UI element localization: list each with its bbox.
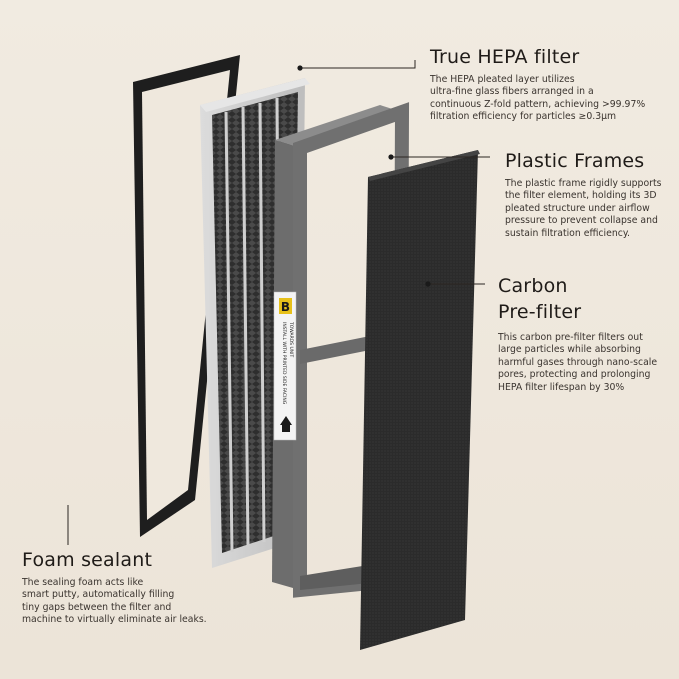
foam-desc-line: tiny gaps between the filter and xyxy=(22,601,172,613)
label-badge: B xyxy=(281,300,290,314)
frames-desc-line: The plastic frame rigidly supports xyxy=(505,178,662,189)
carbon-desc-line: pores, protecting and prolonging xyxy=(498,369,651,381)
hepa-title: True HEPA filter xyxy=(430,46,580,68)
hepa-desc-line: filtration efficiency for particles ≥0.3… xyxy=(430,111,617,123)
callout-hepa: True HEPA filter The HEPA pleated layer … xyxy=(430,44,670,124)
foam-title: Foam sealant xyxy=(22,549,153,571)
frames-title: Plastic Frames xyxy=(505,150,645,172)
carbon-desc-line: This carbon pre-filter filters out xyxy=(498,332,643,343)
foam-desc-line: smart putty, automatically filling xyxy=(22,589,175,601)
carbon-desc-line: large particles while absorbing xyxy=(498,344,641,356)
callout-leader-lines xyxy=(67,60,490,545)
carbon-title-line2: Pre-filter xyxy=(498,301,582,323)
callout-dots xyxy=(297,65,431,287)
frames-desc-line: sustain filtration efficiency. xyxy=(505,227,630,239)
arrow-up-icon xyxy=(280,416,292,432)
foam-desc-line: The sealing foam acts like xyxy=(22,577,144,588)
label-text-1: INSTALL WITH PRINTED SIDE FACING xyxy=(281,322,287,405)
foam-desc-line: machine to virtually eliminate air leaks… xyxy=(22,614,207,626)
carbon-prefilter xyxy=(360,150,480,650)
carbon-title-line1: Carbon xyxy=(498,275,568,297)
hepa-desc-line: The HEPA pleated layer utilizes xyxy=(430,74,575,85)
callout-foam: Foam sealant The sealing foam acts like … xyxy=(22,547,252,627)
orientation-label: B INSTALL WITH PRINTED SIDE FACING TOWAR… xyxy=(273,291,297,441)
frames-desc-line: pleated structure under airflow xyxy=(505,202,650,214)
frames-desc-line: the filter element, holding its 3D xyxy=(505,190,657,202)
hepa-desc-line: ultra-fine glass fibers arranged in a xyxy=(430,86,594,98)
callout-frames: Plastic Frames The plastic frame rigidly… xyxy=(505,148,675,240)
callout-carbon: Carbon Pre-filter This carbon pre-filter… xyxy=(498,273,673,394)
frames-desc-line: pressure to prevent collapse and xyxy=(505,215,658,227)
foam-description: The sealing foam acts like smart putty, … xyxy=(22,577,252,627)
frames-description: The plastic frame rigidly supports the f… xyxy=(505,178,675,240)
hepa-description: The HEPA pleated layer utilizes ultra-fi… xyxy=(430,74,670,124)
carbon-desc-line: HEPA filter lifespan by 30% xyxy=(498,381,625,393)
label-text-2: TOWARDS UNIT xyxy=(288,321,294,357)
carbon-description: This carbon pre-filter filters out large… xyxy=(498,332,673,394)
hepa-desc-line: continuous Z-fold pattern, achieving >99… xyxy=(430,98,646,110)
carbon-desc-line: harmful gases through nano-scale xyxy=(498,356,658,368)
